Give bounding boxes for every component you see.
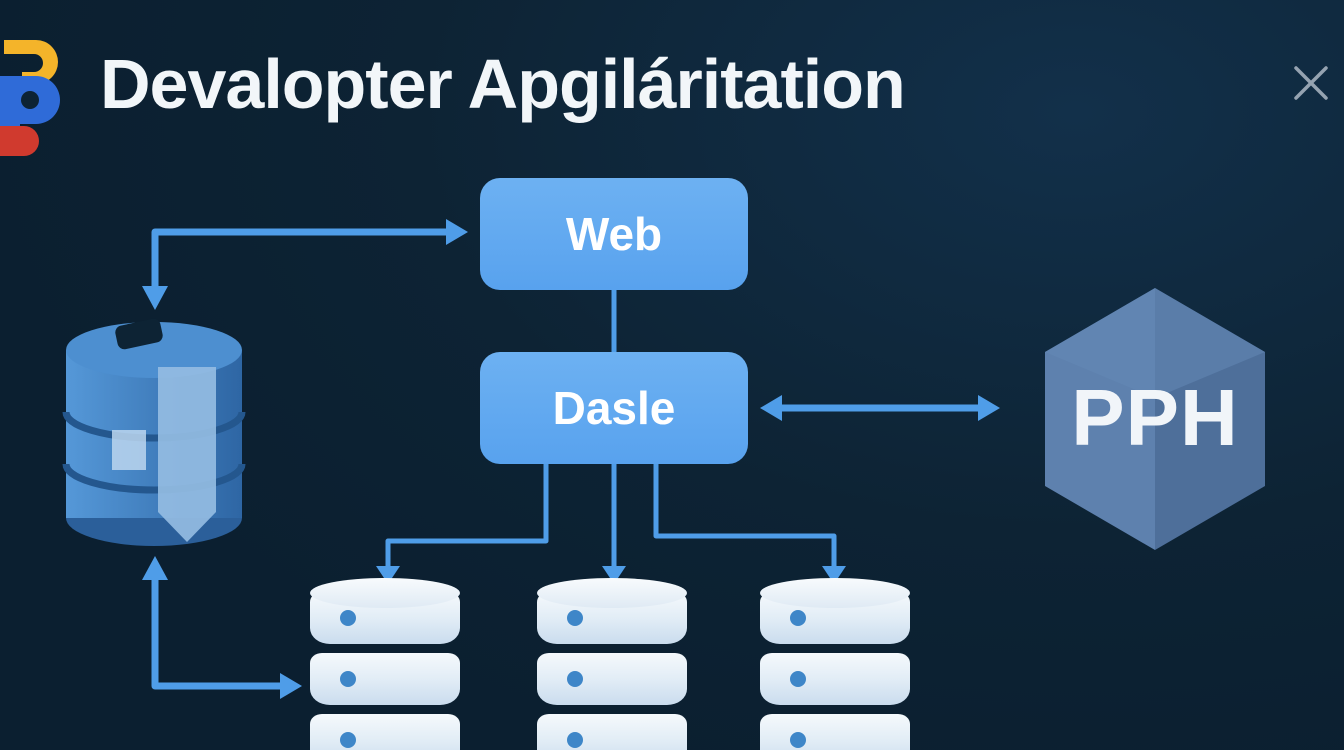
- database-icon: [58, 312, 250, 557]
- middle-node: Dasle: [480, 352, 748, 464]
- cylinder-segment: [537, 653, 687, 705]
- php-hexagon-icon: [1040, 278, 1270, 558]
- cylinder-segment: [537, 578, 687, 644]
- segment-dot: [340, 610, 356, 626]
- segment-dot: [340, 671, 356, 687]
- cylinder-segment: [310, 653, 460, 705]
- brand-logo-svg: [0, 40, 60, 156]
- close-icon[interactable]: [1290, 62, 1332, 104]
- segment-dot: [567, 732, 583, 748]
- cylinder-segment: [760, 578, 910, 644]
- database-stack-icon: [310, 578, 460, 750]
- cylinder-segment: [310, 714, 460, 750]
- segment-dot: [790, 610, 806, 626]
- web-node-label: Web: [565, 208, 663, 260]
- segment-dot: [790, 671, 806, 687]
- php-node-label: PPH: [1071, 373, 1239, 462]
- segment-dot: [790, 732, 806, 748]
- cylinder-segment: [310, 578, 460, 644]
- segment-dot: [340, 732, 356, 748]
- segment-dot: [567, 671, 583, 687]
- brand-logo-icon: [0, 38, 80, 158]
- middle-node-label: Dasle: [552, 382, 676, 434]
- web-node: Web: [480, 178, 748, 290]
- cylinder-segment: [760, 653, 910, 705]
- cylinder-segment: [537, 714, 687, 750]
- page-title: Devalopter Apgiláritation: [100, 45, 906, 123]
- database-stack-icon: [760, 578, 910, 750]
- cylinder-segment: [760, 714, 910, 750]
- database-stack-icon: [537, 578, 687, 750]
- segment-dot: [567, 610, 583, 626]
